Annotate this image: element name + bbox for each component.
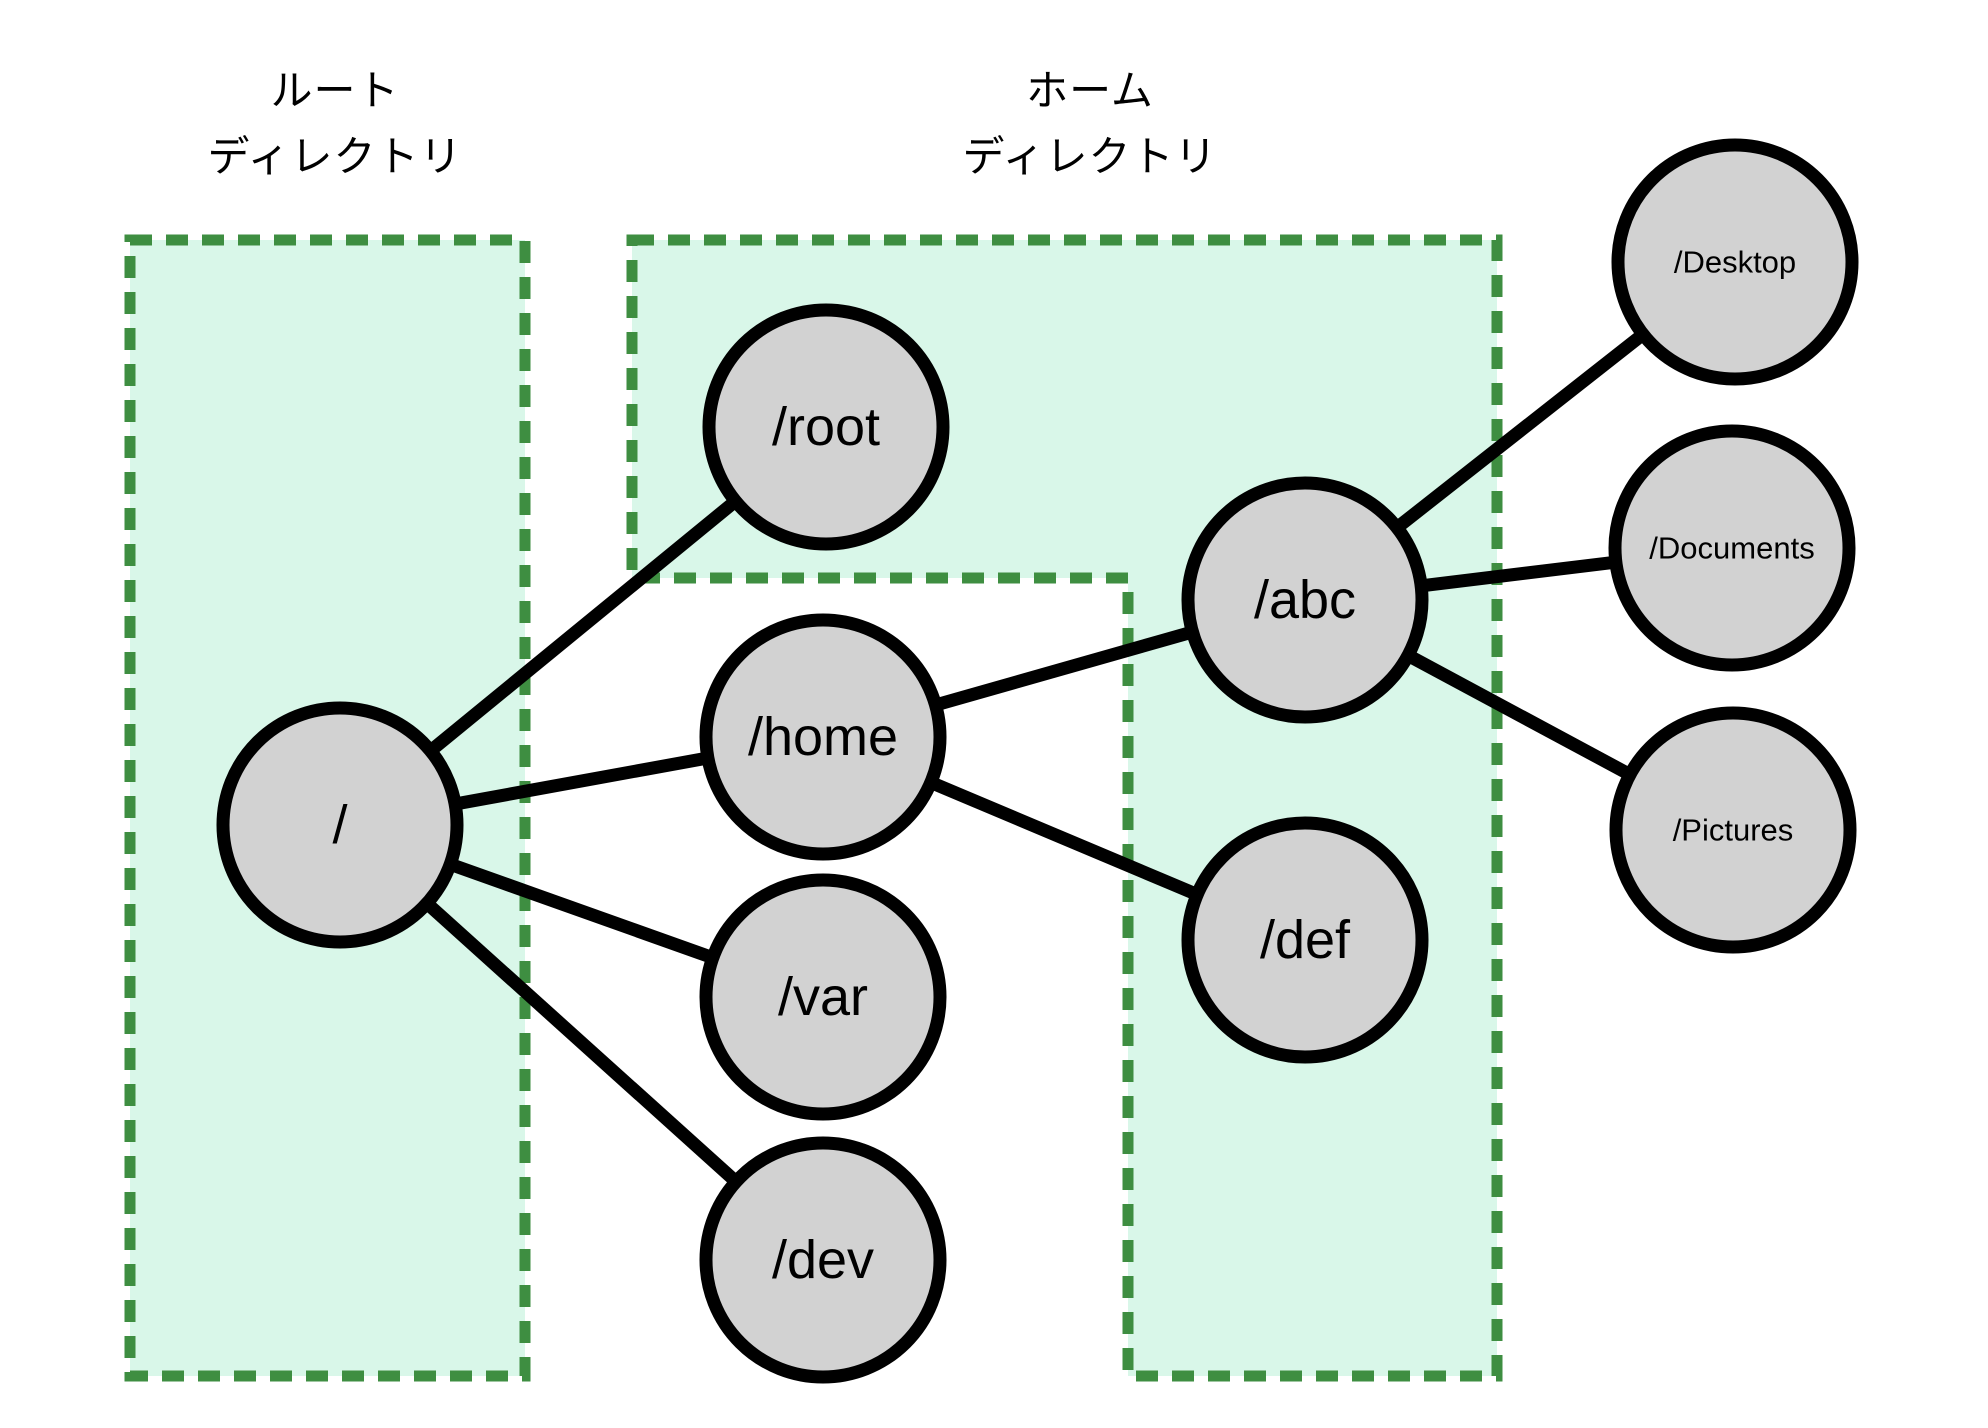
- node-circle-abc: [1181, 476, 1429, 724]
- node-label-def: /def: [1260, 910, 1351, 970]
- node-label-abc: /abc: [1254, 570, 1356, 630]
- node-var: /var: [699, 873, 947, 1121]
- node-slash: /: [216, 701, 464, 949]
- node-circle-desktop: [1611, 138, 1859, 386]
- node-def: /def: [1181, 816, 1429, 1064]
- node-pictures: /Pictures: [1609, 706, 1857, 954]
- node-circle-home: [699, 613, 947, 861]
- node-abc: /abc: [1181, 476, 1429, 724]
- node-label-desktop: /Desktop: [1674, 245, 1796, 280]
- node-label-var: /var: [778, 967, 868, 1027]
- node-root: /root: [702, 303, 950, 551]
- node-label-pictures: /Pictures: [1673, 813, 1794, 848]
- home-directory-title: ホームディレクトリ: [962, 67, 1217, 180]
- node-circle-slash: [216, 701, 464, 949]
- root-directory-title: ルートディレクトリ: [207, 67, 462, 180]
- root-directory-title-line-2: ディレクトリ: [207, 133, 462, 180]
- node-circle-documents: [1608, 424, 1856, 672]
- node-label-slash: /: [332, 795, 347, 855]
- node-home: /home: [699, 613, 947, 861]
- node-circle-dev: [699, 1136, 947, 1384]
- node-circle-root: [702, 303, 950, 551]
- node-desktop: /Desktop: [1611, 138, 1859, 386]
- node-circle-var: [699, 873, 947, 1121]
- node-circle-def: [1181, 816, 1429, 1064]
- home-directory-title-line-1: ホーム: [1026, 67, 1154, 114]
- node-documents: /Documents: [1608, 424, 1856, 672]
- root-directory-title-line-1: ルート: [270, 67, 399, 114]
- node-label-home: /home: [748, 707, 898, 767]
- node-dev: /dev: [699, 1136, 947, 1384]
- node-label-documents: /Documents: [1649, 531, 1814, 566]
- home-directory-title-line-2: ディレクトリ: [962, 133, 1217, 180]
- node-circle-pictures: [1609, 706, 1857, 954]
- node-label-root: /root: [772, 397, 880, 457]
- node-label-dev: /dev: [772, 1230, 874, 1290]
